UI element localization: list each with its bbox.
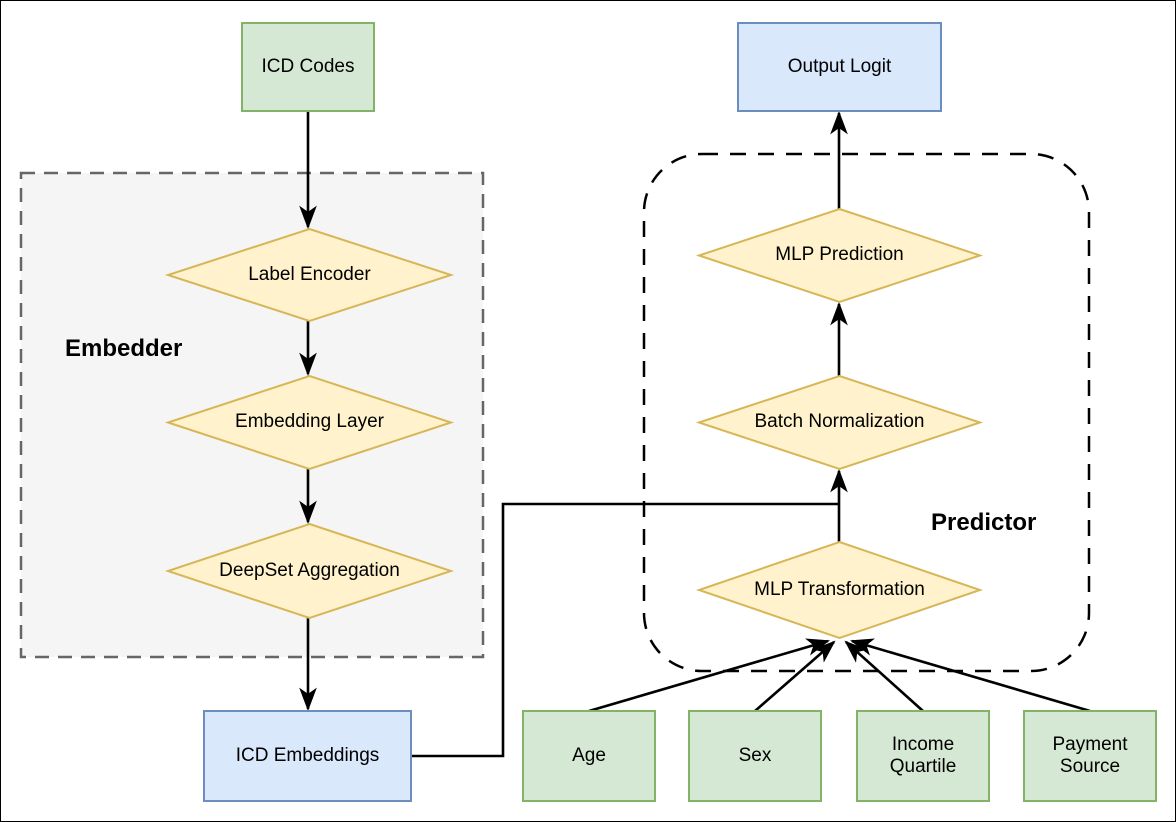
edge-payment-source-to-mlp-transformation: [850, 638, 1091, 713]
node-age[interactable]: [522, 710, 656, 802]
node-income-quartile[interactable]: [856, 710, 990, 802]
node-embedding-layer[interactable]: [164, 374, 455, 471]
node-payment-source[interactable]: [1023, 710, 1157, 802]
group-predictor-box: [642, 152, 1091, 673]
node-batch-normalization[interactable]: [695, 374, 984, 471]
node-mlp-transformation[interactable]: [695, 540, 984, 640]
group-label-predictor: Predictor: [931, 509, 1037, 536]
node-label-encoder[interactable]: [164, 227, 455, 323]
node-output-logit[interactable]: [737, 22, 942, 112]
node-deepset-aggregation[interactable]: [164, 522, 455, 620]
edge-income-quartile-to-mlp-transformation: [844, 640, 924, 712]
node-sex[interactable]: [688, 710, 822, 802]
group-label-embedder: Embedder: [65, 335, 183, 362]
node-icd-codes[interactable]: [241, 22, 375, 112]
edge-icd-embeddings-to-batchnorm: [411, 502, 839, 758]
node-icd-embeddings[interactable]: [203, 710, 412, 802]
node-mlp-prediction[interactable]: [695, 207, 984, 304]
edge-sex-to-mlp-transformation: [754, 640, 836, 712]
edge-age-to-mlp-transformation: [588, 638, 830, 713]
